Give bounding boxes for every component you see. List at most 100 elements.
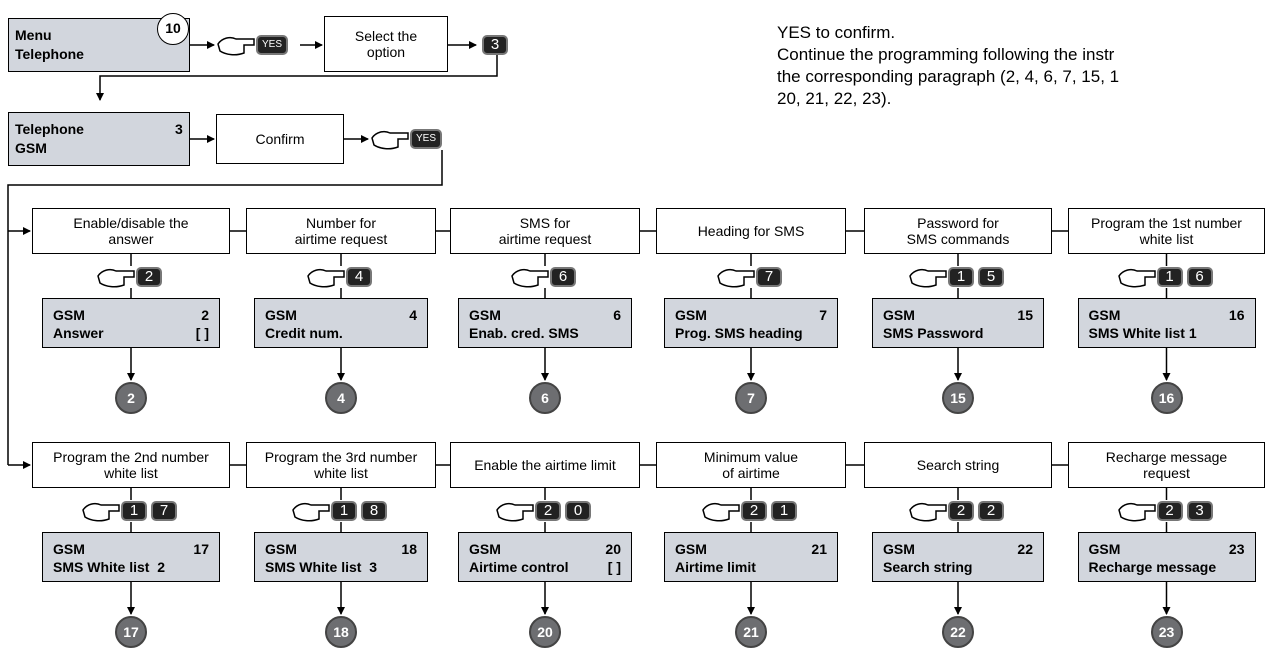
reference-badge: 21	[735, 616, 767, 648]
key-6[interactable]: 6	[1186, 267, 1213, 287]
option-label: Number for airtime request	[294, 215, 388, 247]
pointing-hand-icon	[217, 36, 255, 56]
key-1[interactable]: 1	[121, 501, 147, 521]
instruction-line-1: YES to confirm.	[777, 23, 896, 42]
key-0[interactable]: 0	[565, 501, 591, 521]
reference-badge: 17	[115, 616, 147, 648]
reference-badge: 6	[529, 382, 561, 414]
key-8[interactable]: 8	[361, 501, 387, 521]
display-line-2: SMS Password	[883, 325, 984, 341]
option-label: Password for SMS commands	[906, 215, 1010, 247]
display-number: 17	[193, 541, 209, 557]
telephone-gsm-display: Telephone 3 GSM	[8, 112, 190, 166]
reference-badge: 16	[1150, 382, 1183, 414]
key-2[interactable]: 2	[1156, 501, 1183, 521]
display-line-2: Airtime limit	[675, 559, 756, 575]
option-box: Recharge message request	[1068, 442, 1265, 488]
option-label: SMS for airtime request	[498, 215, 592, 247]
key-5[interactable]: 5	[978, 267, 1004, 287]
display-number: 4	[409, 307, 417, 323]
option-box: Enable the airtime limit	[450, 442, 640, 488]
key-6[interactable]: 6	[550, 267, 576, 287]
option-label: Recharge message request	[1105, 449, 1228, 481]
key-1[interactable]: 1	[948, 267, 974, 287]
display-line-2: Enab. cred. SMS	[469, 325, 579, 341]
pointing-hand-icon	[307, 268, 345, 288]
display-number: 16	[1228, 307, 1245, 323]
key-1[interactable]: 1	[771, 501, 797, 521]
pointing-hand-icon	[909, 268, 947, 288]
display-line-2: Recharge message	[1088, 559, 1217, 575]
display-line-1: GSM	[675, 541, 707, 557]
display-line-2: Telephone	[15, 46, 84, 62]
display-number: 3	[175, 121, 183, 137]
display-line-2: SMS White list 3	[265, 559, 378, 575]
display-line-2: Answer	[53, 325, 104, 341]
yes-key[interactable]: YES	[256, 35, 288, 55]
key-2[interactable]: 2	[136, 267, 162, 287]
option-box: SMS for airtime request	[450, 208, 640, 254]
option-label: Enable/disable the answer	[73, 215, 189, 247]
display-number: 20	[605, 541, 621, 557]
display-number: 22	[1017, 541, 1033, 557]
reference-badge: 7	[735, 382, 767, 414]
display-line-2: Prog. SMS heading	[675, 325, 803, 341]
display-checkbox: [ ]	[607, 559, 621, 575]
instruction-line-4: 20, 21, 22, 23).	[777, 89, 892, 108]
key-1[interactable]: 1	[1156, 267, 1183, 287]
instruction-line-2: Continue the programming following the i…	[777, 45, 1115, 64]
display-line-1: GSM	[1088, 307, 1121, 323]
option-label: Heading for SMS	[697, 223, 805, 239]
option-label: Program the 3rd number white list	[264, 449, 418, 481]
display-line-1: GSM	[53, 541, 85, 557]
display-line-1: GSM	[469, 307, 501, 323]
pointing-hand-icon	[717, 268, 755, 288]
key-3[interactable]: 3	[1186, 501, 1213, 521]
key-2[interactable]: 2	[741, 501, 767, 521]
key-2[interactable]: 2	[535, 501, 561, 521]
key-1[interactable]: 1	[331, 501, 357, 521]
option-label: Search string	[916, 457, 1000, 473]
option-box: Heading for SMS	[656, 208, 846, 254]
pointing-hand-icon	[292, 502, 330, 522]
pointing-hand-icon	[371, 130, 409, 150]
display-line-1: GSM	[883, 307, 915, 323]
reference-badge: 15	[942, 382, 974, 414]
display-line-1: GSM	[1088, 541, 1121, 557]
pointing-hand-icon	[511, 268, 549, 288]
confirm-label: Confirm	[255, 131, 305, 147]
key-4[interactable]: 4	[346, 267, 372, 287]
yes-key[interactable]: YES	[410, 129, 442, 149]
display-line-1: Telephone	[15, 121, 84, 137]
reference-badge: 20	[529, 616, 561, 648]
select-option-box: Select the option	[324, 16, 448, 72]
pointing-hand-icon	[702, 502, 740, 522]
key-7[interactable]: 7	[151, 501, 177, 521]
display-line-2: Credit num.	[265, 325, 343, 341]
reference-badge: 23	[1150, 616, 1183, 648]
display-line-2: GSM	[15, 140, 47, 156]
key-7[interactable]: 7	[756, 267, 782, 287]
display-number: 6	[613, 307, 621, 323]
display-line-2: Search string	[883, 559, 973, 575]
option-label: Enable the airtime limit	[474, 457, 616, 473]
step-10-badge: 10	[157, 13, 189, 45]
key-2[interactable]: 2	[978, 501, 1004, 521]
option-box: Program the 3rd number white list	[246, 442, 436, 488]
menu-telephone-display: Menu Telephone 10	[8, 13, 190, 72]
key-3[interactable]: 3	[482, 35, 508, 55]
option-box: Minimum value of airtime	[656, 442, 846, 488]
option-label: Minimum value of airtime	[703, 449, 799, 481]
key-2[interactable]: 2	[948, 501, 974, 521]
